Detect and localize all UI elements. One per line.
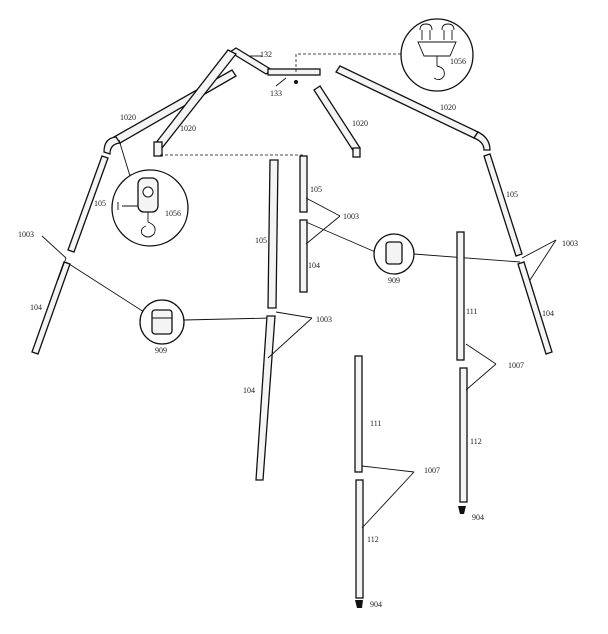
label-1020-center: 1020 [352,119,368,128]
leg-center-left [255,159,313,481]
callout-hook-top [400,18,474,92]
callout-connector-left [139,299,273,345]
label-111-bottom: 111 [370,419,381,428]
label-1003-right: 1003 [562,239,578,248]
label-111-right: 111 [466,307,477,316]
pole-right [456,231,497,514]
rafter-inner-left [154,49,238,149]
label-1003-center: 1003 [316,315,332,324]
label-1003-middle: 1003 [343,212,359,221]
label-1056-top: 1056 [450,57,466,66]
label-1020-right: 1020 [440,103,456,112]
label-1007-bottom: 1007 [424,466,440,475]
label-104-middle: 104 [308,261,320,270]
label-105-left: 105 [94,199,106,208]
callout-hook-left [111,139,189,247]
label-909-right: 909 [388,276,400,285]
rafter-left-elbow [103,136,122,155]
label-112-right: 112 [470,437,482,446]
label-105-center: 105 [255,236,267,245]
label-132: 132 [260,50,272,59]
label-133: 133 [270,89,282,98]
leg-right [483,153,557,355]
dash-hub-to-callout [295,53,402,72]
label-904-right: 904 [472,513,484,522]
pole-bottom [354,355,415,608]
rafter-inner-left-end [153,141,163,157]
leg-left [31,155,145,355]
label-104-left: 104 [30,303,42,312]
label-1056-left: 1056 [165,209,181,218]
label-104-right: 104 [542,309,554,318]
rafter-center-right-end [352,147,361,158]
label-909-left: 909 [155,346,167,355]
label-1007-right: 1007 [508,361,524,370]
label-104-center: 104 [243,386,255,395]
callout-connector-right [373,233,521,275]
label-1020-mid: 1020 [180,124,196,133]
label-904-bottom: 904 [370,600,382,609]
rafter-right-elbow [473,131,491,151]
label-112-bottom: 112 [367,535,379,544]
hub-bolt [294,80,298,84]
central-hub [267,68,321,76]
roof-assembly [103,47,491,158]
label-1003-left: 1003 [18,230,34,239]
label-1020-left: 1020 [120,113,136,122]
label-105-middle: 105 [310,185,322,194]
label-105-right: 105 [506,190,518,199]
leg-middle [299,155,381,293]
